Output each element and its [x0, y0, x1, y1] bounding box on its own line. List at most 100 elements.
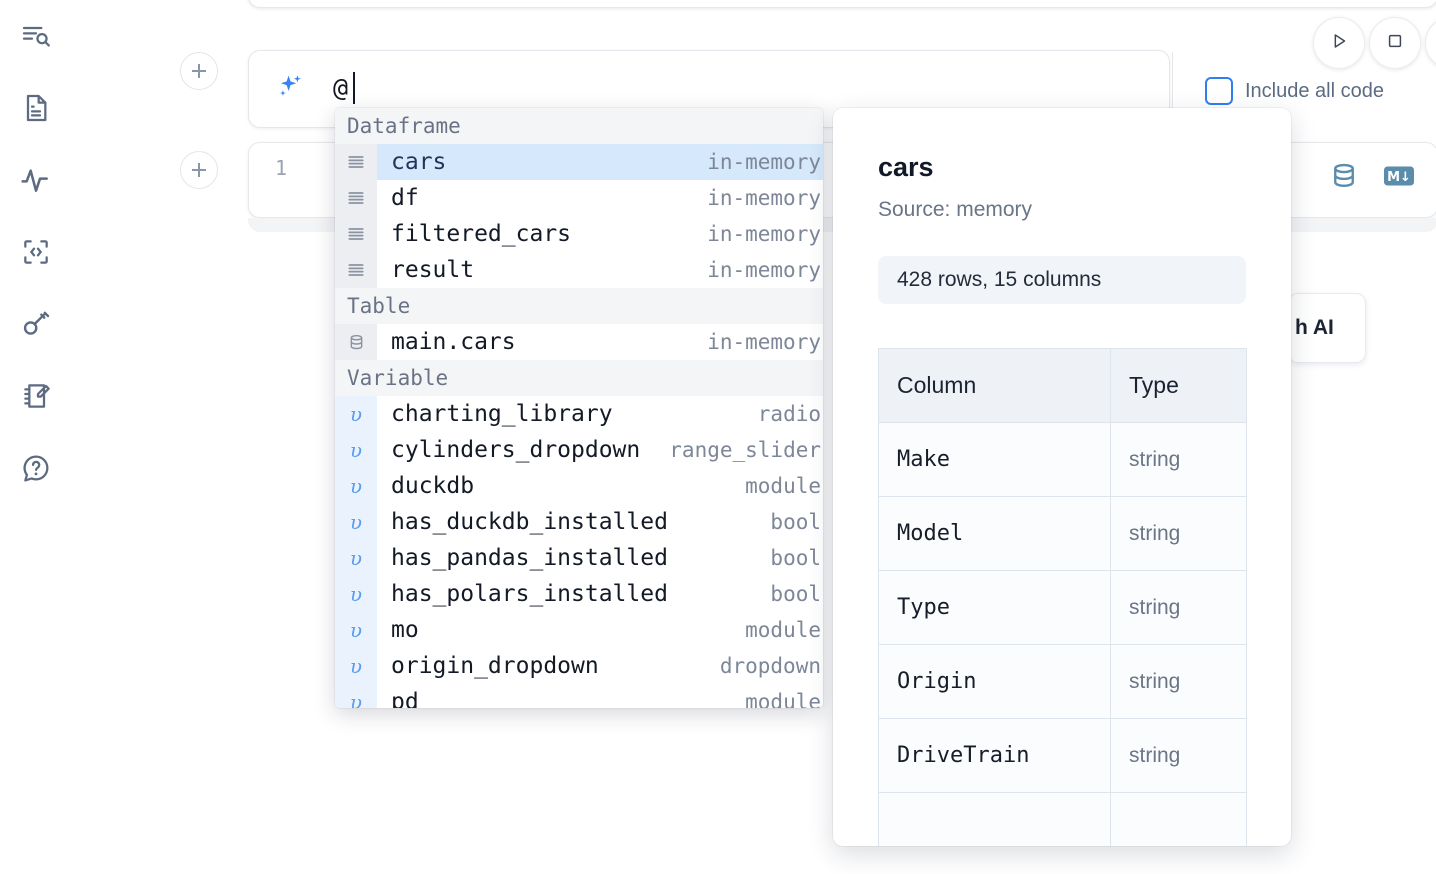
- add-cell-above-button[interactable]: [180, 52, 218, 90]
- autocomplete-item-type: in-memory: [707, 222, 821, 246]
- autocomplete-item-type: range_slider: [669, 438, 821, 462]
- autocomplete-item-name: cars: [391, 149, 447, 175]
- dataframe-rows-icon: [335, 252, 377, 288]
- table-column-header: Column: [878, 348, 1111, 423]
- add-cell-below-button[interactable]: [180, 151, 218, 189]
- cell-type-icons: M↓: [1329, 161, 1415, 191]
- variable-icon: υ: [335, 468, 377, 504]
- autocomplete-item[interactable]: cars in-memory: [335, 144, 823, 180]
- run-button[interactable]: [1313, 17, 1365, 69]
- variable-icon: υ: [335, 540, 377, 576]
- help-chat-icon: [20, 452, 52, 484]
- autocomplete-item-type: in-memory: [707, 150, 821, 174]
- ai-prompt-input[interactable]: @: [333, 73, 349, 102]
- autocomplete-item-name: filtered_cars: [391, 221, 572, 247]
- sidebar-rail: [0, 0, 72, 874]
- autocomplete-item-name: charting_library: [391, 401, 613, 427]
- autocomplete-item-name: cylinders_dropdown: [391, 437, 641, 463]
- markdown-icon[interactable]: M↓: [1383, 164, 1415, 188]
- autocomplete-item-name: main.cars: [391, 329, 516, 355]
- sidebar-item-activity[interactable]: [14, 158, 58, 202]
- detail-source: Source: memory: [878, 198, 1033, 221]
- variable-icon: υ: [335, 612, 377, 648]
- autocomplete-item-type: module: [745, 690, 821, 708]
- sidebar-item-code[interactable]: [14, 230, 58, 274]
- column-type-cell: string: [1110, 570, 1247, 645]
- autocomplete-item-name: has_pandas_installed: [391, 545, 668, 571]
- dataframe-rows-icon: [335, 216, 377, 252]
- sidebar-item-scratchpad[interactable]: [14, 374, 58, 418]
- autocomplete-item[interactable]: υ charting_library radio: [335, 396, 823, 432]
- sidebar-item-document[interactable]: [14, 86, 58, 130]
- autocomplete-item-name: mo: [391, 617, 419, 643]
- ai-chip-button[interactable]: h AI: [1288, 293, 1366, 363]
- dataframe-rows-icon: [335, 180, 377, 216]
- autocomplete-item-name: origin_dropdown: [391, 653, 599, 679]
- variable-icon: υ: [335, 576, 377, 612]
- autocomplete-item-name: df: [391, 185, 419, 211]
- sidebar-item-help[interactable]: [14, 446, 58, 490]
- detail-shape-badge: 428 rows, 15 columns: [878, 256, 1246, 304]
- autocomplete-item-name: has_polars_installed: [391, 581, 668, 607]
- notebook-edit-icon: [20, 380, 52, 412]
- column-type-cell: [1110, 792, 1247, 846]
- autocomplete-item-name: result: [391, 257, 475, 283]
- database-icon: [335, 324, 377, 360]
- autocomplete-item[interactable]: υ has_pandas_installed bool: [335, 540, 823, 576]
- autocomplete-item-type: in-memory: [707, 186, 821, 210]
- column-name-cell: Make: [878, 422, 1111, 497]
- sidebar-item-search[interactable]: [14, 14, 58, 58]
- column-type-cell: string: [1110, 644, 1247, 719]
- play-icon: [1328, 30, 1350, 57]
- line-number: 1: [275, 156, 288, 180]
- column-name-cell: Model: [878, 496, 1111, 571]
- code-brackets-icon: [20, 236, 52, 268]
- autocomplete-group-header: Variable: [335, 360, 823, 396]
- include-all-code-label: Include all code: [1245, 79, 1384, 102]
- table-column-header: Type: [1110, 348, 1247, 423]
- previous-cell-card: [248, 0, 1436, 8]
- search-outline-icon: [20, 20, 52, 52]
- column-type-cell: string: [1110, 496, 1247, 571]
- column-name-cell: Origin: [878, 644, 1111, 719]
- variable-icon: υ: [335, 684, 377, 708]
- database-icon[interactable]: [1329, 161, 1359, 191]
- variable-icon: υ: [335, 648, 377, 684]
- variable-icon: υ: [335, 396, 377, 432]
- table-row: [878, 792, 1247, 846]
- autocomplete-item[interactable]: df in-memory: [335, 180, 823, 216]
- stop-button[interactable]: [1369, 17, 1421, 69]
- activity-pulse-icon: [20, 164, 52, 196]
- autocomplete-item-type: in-memory: [707, 258, 821, 282]
- autocomplete-item-type: radio: [757, 402, 821, 426]
- detail-title: cars: [878, 152, 934, 182]
- autocomplete-item-name: has_duckdb_installed: [391, 509, 668, 535]
- column-name-cell: DriveTrain: [878, 718, 1111, 793]
- sidebar-item-secrets[interactable]: [14, 302, 58, 346]
- autocomplete-item[interactable]: result in-memory: [335, 252, 823, 288]
- autocomplete-item-name: duckdb: [391, 473, 475, 499]
- autocomplete-item-type: bool: [770, 546, 821, 570]
- include-all-code-checkbox[interactable]: [1205, 77, 1233, 105]
- autocomplete-item[interactable]: filtered_cars in-memory: [335, 216, 823, 252]
- stop-square-icon: [1385, 31, 1405, 56]
- document-icon: [20, 92, 52, 124]
- text-caret: [353, 72, 355, 104]
- autocomplete-item-name: pd: [391, 689, 419, 708]
- key-icon: [20, 308, 52, 340]
